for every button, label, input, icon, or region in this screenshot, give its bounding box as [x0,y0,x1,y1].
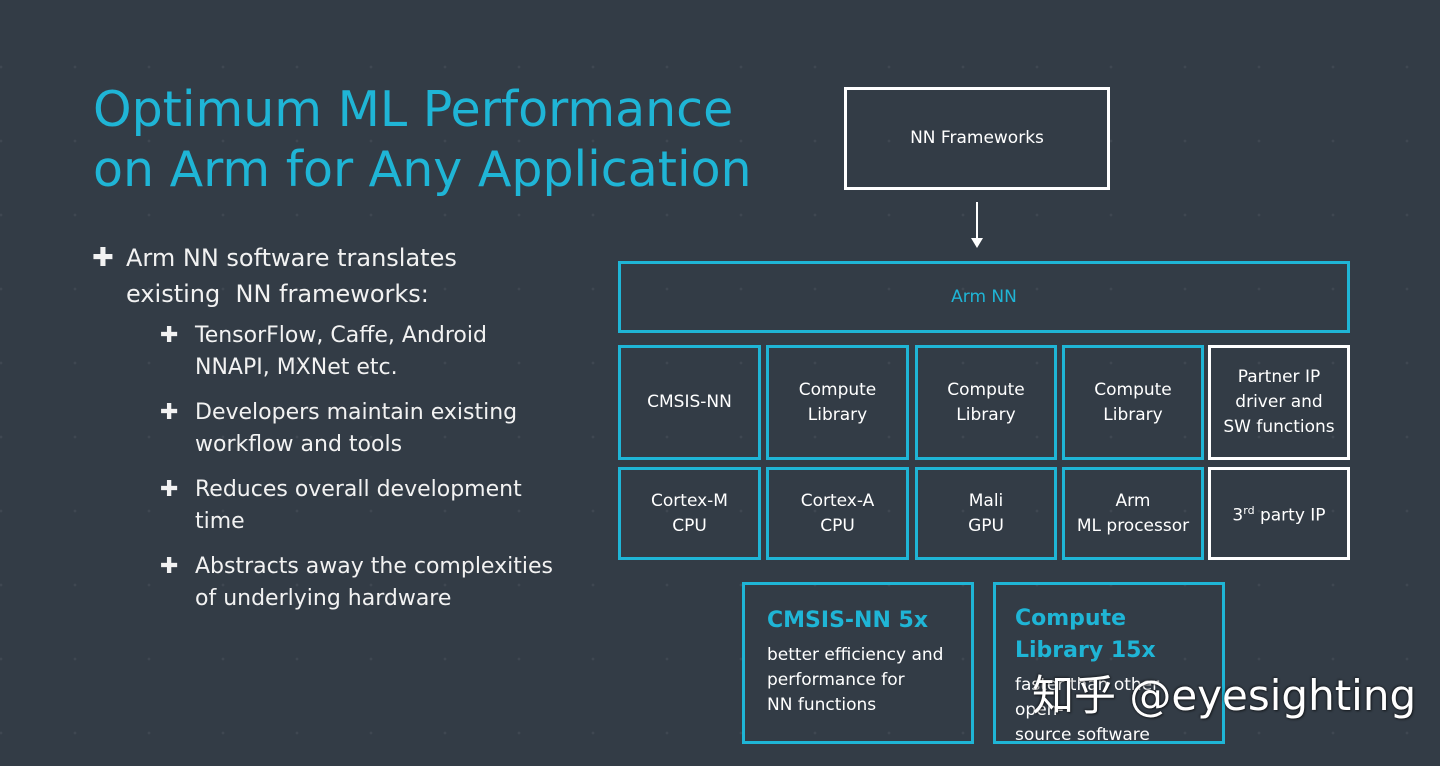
sub-bullet-text: Reduces overall development [195,477,522,502]
sub-bullet-text: of underlying hardware [195,586,452,611]
partner-ip-box: Partner IP driver and SW functions [1208,345,1350,460]
sub-bullet-text: time [195,509,245,534]
sub-bullet-text: Abstracts away the complexities [195,554,553,579]
sub-bullet-text: workflow and tools [195,432,403,457]
compute-desc-line: faster than other open- [1015,675,1160,720]
sub-bullet-frameworks: ✚ TensorFlow, Caffe, Android NNAPI, MXNe… [160,320,572,384]
library-label: CMSIS-NN [647,392,732,412]
nn-frameworks-box: NN Frameworks [844,87,1110,190]
bullet-main: ✚ Arm NN software translates existing NN… [92,240,572,615]
compute-library-box-2: Compute Library [915,345,1057,460]
arm-nn-box: Arm NN [618,261,1350,333]
cmsis-info-description: better efficiency and performance for NN… [767,643,949,718]
plus-icon: ✚ [160,477,179,502]
cmsis-desc-line: better efficiency and [767,645,944,665]
cmsis-desc-line: performance for [767,670,905,690]
plus-icon: ✚ [92,243,114,273]
library-label: Compute Library [798,379,877,425]
compute-head-line: Library 15x [1015,638,1156,663]
cmsis-nn-box: CMSIS-NN [618,345,761,460]
title-line-1: Optimum ML Performance [93,81,734,138]
compute-library-box-3: Compute Library [1062,345,1204,460]
library-label: Partner IP driver and SW functions [1223,367,1335,437]
library-label: Compute Library [947,379,1025,425]
arm-nn-label: Arm NN [951,286,1017,307]
slide-title: Optimum ML Performance on Arm for Any Ap… [93,80,793,200]
sub-bullet-text: NNAPI, MXNet etc. [195,355,398,380]
plus-icon: ✚ [160,323,179,348]
hardware-label: Cortex-A CPU [800,490,875,536]
mali-gpu-box: Mali GPU [915,467,1057,560]
compute-head-line: Compute [1015,606,1127,631]
library-label: Compute Library [1094,379,1172,425]
down-arrow-icon [971,238,983,248]
bullet-main-line-2: existing NN frameworks: [126,280,429,308]
cmsis-desc-line: NN functions [767,695,877,715]
ml-processor-box: Arm ML processor [1062,467,1204,560]
hardware-label: Cortex-M CPU [651,490,728,536]
sub-bullet-abstracts: ✚ Abstracts away the complexities of und… [160,551,572,615]
cmsis-info-heading: CMSIS-NN 5x [767,608,929,633]
bullet-list: ✚ Arm NN software translates existing NN… [92,240,572,628]
sub-bullet-workflow: ✚ Developers maintain existing workflow … [160,397,572,461]
down-arrow-shaft [976,202,978,240]
cortex-m-box: Cortex-M CPU [618,467,761,560]
cmsis-info-box: CMSIS-NN 5x better efficiency and perfor… [742,582,974,744]
hardware-label: Mali GPU [968,490,1004,536]
third-party-label: 3rd party IP [1232,498,1325,529]
plus-icon: ✚ [160,554,179,579]
hardware-label: Arm ML processor [1076,490,1190,536]
sub-bullet-development-time: ✚ Reduces overall development time [160,474,572,538]
cortex-a-box: Cortex-A CPU [766,467,909,560]
compute-info-description: faster than other open- source software … [1015,673,1200,744]
nn-frameworks-label: NN Frameworks [910,128,1044,148]
watermark: 知乎 @eyesighting [1032,671,1417,720]
compute-info-box: Compute Library 15x faster than other op… [993,582,1225,744]
compute-desc-line: source software (OSS) [1015,725,1150,744]
compute-library-box-1: Compute Library [766,345,909,460]
sub-bullet-list: ✚ TensorFlow, Caffe, Android NNAPI, MXNe… [160,320,572,615]
third-party-ip-box: 3rd party IP [1208,467,1350,560]
bullet-main-line-1: Arm NN software translates [126,244,457,272]
sub-bullet-text: Developers maintain existing [195,400,518,425]
third-party-suffix: party IP [1254,505,1326,526]
third-party-superscript: rd [1243,504,1255,518]
third-party-number: 3 [1232,505,1244,526]
sub-bullet-text: TensorFlow, Caffe, Android [195,323,487,348]
plus-icon: ✚ [160,400,179,425]
title-line-2: on Arm for Any Application [93,141,752,198]
compute-info-heading: Compute Library 15x [1015,603,1200,667]
